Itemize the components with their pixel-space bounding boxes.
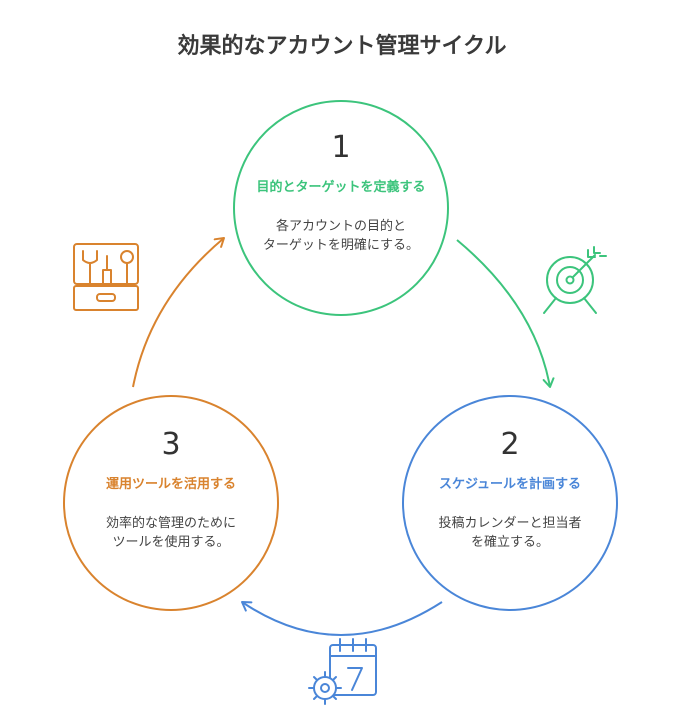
calendar-gear-icon — [308, 638, 377, 705]
step-2-node: 2 スケジュールを計画する 投稿カレンダーと担当者 を確立する。 — [405, 430, 615, 552]
step-2-number: 2 — [500, 427, 520, 462]
step-1-desc-line2: ターゲットを明確にする。 — [262, 238, 420, 253]
step-3-desc-line2: ツールを使用する。 — [112, 535, 230, 550]
step-1-description: 各アカウントの目的と ターゲットを明確にする。 — [236, 217, 446, 255]
step-3-heading: 運用ツールを活用する — [105, 477, 236, 492]
step-2-circle — [402, 395, 618, 611]
step-2-heading: スケジュールを計画する — [438, 477, 582, 492]
step-1-circle — [233, 100, 449, 316]
arrow-step2-to-step3 — [241, 601, 443, 636]
diagram-title: 効果的なアカウント管理サイクル — [177, 34, 507, 59]
target-icon — [543, 246, 607, 314]
step-3-description: 効率的な管理のために ツールを使用する。 — [66, 514, 276, 552]
arrow-step1-to-step2 — [456, 239, 555, 388]
step-1-desc-line1: 各アカウントの目的と — [275, 219, 406, 234]
step-2-desc-line1: 投稿カレンダーと担当者 — [438, 516, 582, 531]
step-1-number: 1 — [331, 130, 351, 165]
step-2-description: 投稿カレンダーと担当者 を確立する。 — [405, 514, 615, 552]
step-3-node: 3 運用ツールを活用する 効率的な管理のために ツールを使用する。 — [66, 430, 276, 552]
step-2-desc-line2: を確立する。 — [470, 535, 549, 550]
toolbox-icon — [73, 243, 139, 311]
step-1-node: 1 目的とターゲットを定義する 各アカウントの目的と ターゲットを明確にする。 — [236, 133, 446, 255]
step-3-desc-line1: 効率的な管理のために — [105, 516, 236, 531]
step-1-heading: 目的とターゲットを定義する — [256, 180, 426, 195]
step-3-number: 3 — [161, 427, 181, 462]
step-3-circle — [63, 395, 279, 611]
arrow-step3-to-step1 — [132, 237, 225, 388]
